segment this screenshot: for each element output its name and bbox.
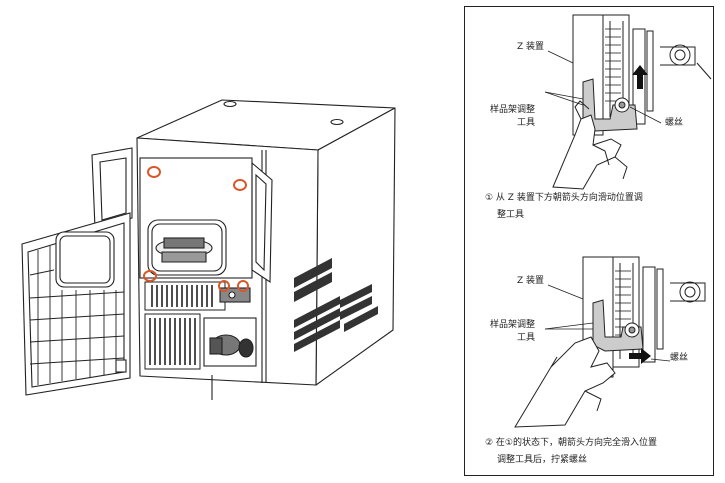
step1-arrow-up <box>632 65 648 89</box>
step1-label-screw: 螺丝 <box>665 118 684 128</box>
step1-caption-line2: 整工具 <box>497 210 525 220</box>
step2-caption: ② 在①的状态下，朝箭头方向完全滑入位置 调整工具后，拧紧螺丝 <box>485 435 710 469</box>
instruction-panel: Z 装置 样品架调整 工具 螺丝 ① 从 Z 装置下方朝箭头方向滑动位置调 整工… <box>464 6 714 476</box>
top-bolt <box>223 100 237 108</box>
highlight-markers <box>143 166 249 292</box>
step2-label-z-device: Z 装置 <box>517 276 545 286</box>
step1-label-z-device: Z 装置 <box>517 42 545 52</box>
step1-caption: ① 从 Z 装置下方朝箭头方向滑动位置调 整工具 <box>485 190 710 224</box>
lower-grille <box>144 281 226 370</box>
cabinet-side <box>315 107 396 386</box>
highlight-marker <box>147 166 161 178</box>
highlight-marker <box>218 280 230 292</box>
step2-diagram <box>514 256 706 428</box>
front-door <box>21 212 131 396</box>
top-bolt <box>330 118 344 126</box>
step2-arrow-right <box>629 348 651 364</box>
highlight-marker <box>233 179 247 191</box>
step1-diagram <box>552 14 712 190</box>
highlight-marker <box>143 270 157 282</box>
step1-caption-line1: ① 从 Z 装置下方朝箭头方向滑动位置调 <box>485 193 643 203</box>
step1-label-tool-line2: 工具 <box>517 118 536 128</box>
instrument-illustration <box>21 99 396 400</box>
step1-label-tool-line1: 样品架调整 <box>490 105 536 115</box>
step2-label-screw: 螺丝 <box>670 353 689 363</box>
highlight-marker <box>237 280 249 292</box>
step2-caption-line1: ② 在①的状态下，朝箭头方向完全滑入位置 <box>485 438 657 448</box>
step2-label-tool-line2: 工具 <box>517 333 536 343</box>
side-vents <box>294 258 378 352</box>
step-illustrations <box>514 14 712 428</box>
chamber-window <box>147 219 227 276</box>
step2-label-tool-line1: 样品架调整 <box>490 320 536 330</box>
pump-assembly <box>203 287 257 400</box>
step2-caption-line2: 调整工具后，拧紧螺丝 <box>497 455 588 465</box>
